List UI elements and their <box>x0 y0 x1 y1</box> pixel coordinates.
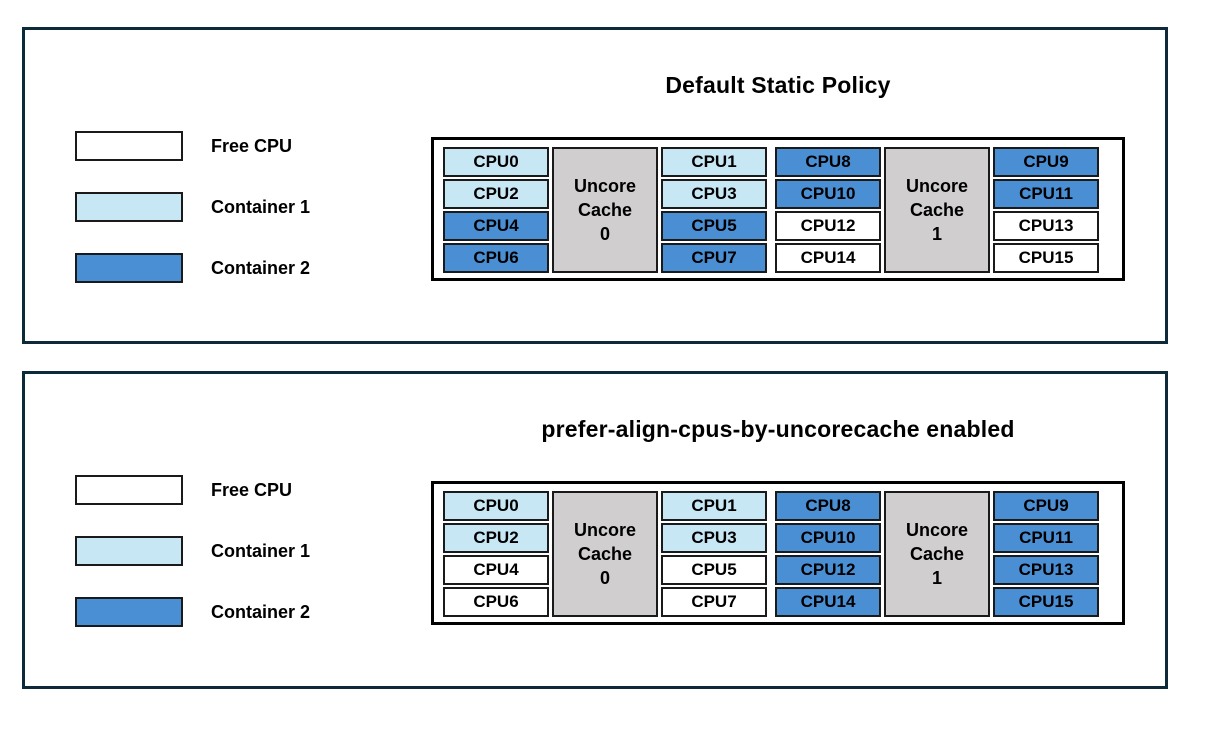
legend-label: Free CPU <box>211 479 293 500</box>
legend-label: Container 2 <box>211 257 311 278</box>
legend-item-container-2: Container 2 <box>75 253 310 283</box>
cpu-column-right: CPU9 CPU11 CPU13 CPU15 <box>993 491 1099 617</box>
cpu-cell: CPU8 <box>775 491 881 521</box>
legend-label: Free CPU <box>211 135 293 156</box>
panel-prefer-align-cpus-by-uncorecache: prefer-align-cpus-by-uncorecache enabled… <box>22 371 1168 689</box>
uncore-cache-label-line: Uncore <box>573 519 636 540</box>
cpu-cell: CPU11 <box>993 179 1099 209</box>
cpu-cell: CPU12 <box>775 555 881 585</box>
cpu-cell: CPU10 <box>775 523 881 553</box>
cpu-column-left: CPU0 CPU2 CPU4 CPU6 <box>443 147 549 273</box>
cpu-column-right: CPU1 CPU3 CPU5 CPU7 <box>661 491 767 617</box>
cpu-cell: CPU2 <box>443 179 549 209</box>
cpu-cell: CPU3 <box>661 523 767 553</box>
uncore-cache-label-line: Uncore <box>905 519 968 540</box>
panel-title: Default Static Policy <box>665 72 891 98</box>
legend-swatch-container-1 <box>75 536 183 566</box>
cpu-cell: CPU2 <box>443 523 549 553</box>
cpu-diagram: CPU0 CPU2 CPU4 CPU6 Uncore Cache 0 CPU1 … <box>431 137 1125 281</box>
cpu-cell: CPU9 <box>993 491 1099 521</box>
uncore-cache-cell-0: Uncore Cache 0 <box>552 491 658 617</box>
cpu-cell: CPU5 <box>661 555 767 585</box>
legend-label: Container 1 <box>211 196 311 217</box>
uncore-cache-label-line: 0 <box>599 224 610 245</box>
cpu-column-left: CPU8 CPU10 CPU12 CPU14 <box>775 147 881 273</box>
cpu-cell: CPU15 <box>993 243 1099 273</box>
legend-swatch-container-2 <box>75 253 183 283</box>
cpu-cell: CPU1 <box>661 491 767 521</box>
uncore-cache-label-line: Cache <box>577 543 633 564</box>
legend-swatch-free <box>75 475 183 505</box>
cpu-cell: CPU0 <box>443 491 549 521</box>
cpu-cell: CPU4 <box>443 211 549 241</box>
panel-default-static-policy: Default Static Policy Free CPU Container… <box>22 27 1168 344</box>
legend-item-container-1: Container 1 <box>75 192 310 222</box>
legend-swatch-free <box>75 131 183 161</box>
uncore-cache-group-1: CPU8 CPU10 CPU12 CPU14 Uncore Cache 1 CP… <box>775 147 1099 273</box>
legend-item-container-1: Container 1 <box>75 536 310 566</box>
cpu-cell: CPU11 <box>993 523 1099 553</box>
cpu-cell: CPU3 <box>661 179 767 209</box>
cpu-diagram: CPU0 CPU2 CPU4 CPU6 Uncore Cache 0 CPU1 … <box>431 481 1125 625</box>
uncore-cache-label-line: Uncore <box>905 175 968 196</box>
cpu-cell: CPU9 <box>993 147 1099 177</box>
legend-swatch-container-2 <box>75 597 183 627</box>
uncore-cache-group-1: CPU8 CPU10 CPU12 CPU14 Uncore Cache 1 CP… <box>775 491 1099 617</box>
cpu-cell: CPU14 <box>775 243 881 273</box>
cpu-column-right: CPU9 CPU11 CPU13 CPU15 <box>993 147 1099 273</box>
uncore-cache-cell-0: Uncore Cache 0 <box>552 147 658 273</box>
cpu-cell: CPU15 <box>993 587 1099 617</box>
cpu-cell: CPU0 <box>443 147 549 177</box>
uncore-cache-label-line: Cache <box>577 199 633 220</box>
legend-item-container-2: Container 2 <box>75 597 310 627</box>
cpu-cell: CPU7 <box>661 587 767 617</box>
cpu-cell: CPU13 <box>993 555 1099 585</box>
cpu-cell: CPU8 <box>775 147 881 177</box>
uncore-cache-cell-1: Uncore Cache 1 <box>884 147 990 273</box>
cpu-cell: CPU12 <box>775 211 881 241</box>
cpu-cell: CPU10 <box>775 179 881 209</box>
cpu-cell: CPU7 <box>661 243 767 273</box>
cpu-cell: CPU1 <box>661 147 767 177</box>
cpu-cell: CPU4 <box>443 555 549 585</box>
uncore-cache-group-0: CPU0 CPU2 CPU4 CPU6 Uncore Cache 0 CPU1 … <box>443 491 767 617</box>
cpu-cell: CPU6 <box>443 587 549 617</box>
uncore-cache-cell-1: Uncore Cache 1 <box>884 491 990 617</box>
legend-item-free-cpu: Free CPU <box>75 131 310 161</box>
legend-item-free-cpu: Free CPU <box>75 475 310 505</box>
uncore-cache-label-line: 0 <box>599 568 610 589</box>
cpu-column-right: CPU1 CPU3 CPU5 CPU7 <box>661 147 767 273</box>
panel-title: prefer-align-cpus-by-uncorecache enabled <box>541 416 1015 442</box>
cpu-column-left: CPU8 CPU10 CPU12 CPU14 <box>775 491 881 617</box>
uncore-cache-label-line: Cache <box>909 199 965 220</box>
cpu-cell: CPU13 <box>993 211 1099 241</box>
legend: Free CPU Container 1 Container 2 <box>75 475 310 627</box>
legend: Free CPU Container 1 Container 2 <box>75 131 310 283</box>
legend-label: Container 1 <box>211 540 311 561</box>
cpu-cell: CPU5 <box>661 211 767 241</box>
uncore-cache-label-line: Cache <box>909 543 965 564</box>
uncore-cache-label-line: 1 <box>931 224 942 245</box>
uncore-cache-group-0: CPU0 CPU2 CPU4 CPU6 Uncore Cache 0 CPU1 … <box>443 147 767 273</box>
legend-swatch-container-1 <box>75 192 183 222</box>
legend-label: Container 2 <box>211 601 311 622</box>
cpu-cell: CPU14 <box>775 587 881 617</box>
uncore-cache-label-line: Uncore <box>573 175 636 196</box>
cpu-cell: CPU6 <box>443 243 549 273</box>
uncore-cache-label-line: 1 <box>931 568 942 589</box>
cpu-column-left: CPU0 CPU2 CPU4 CPU6 <box>443 491 549 617</box>
